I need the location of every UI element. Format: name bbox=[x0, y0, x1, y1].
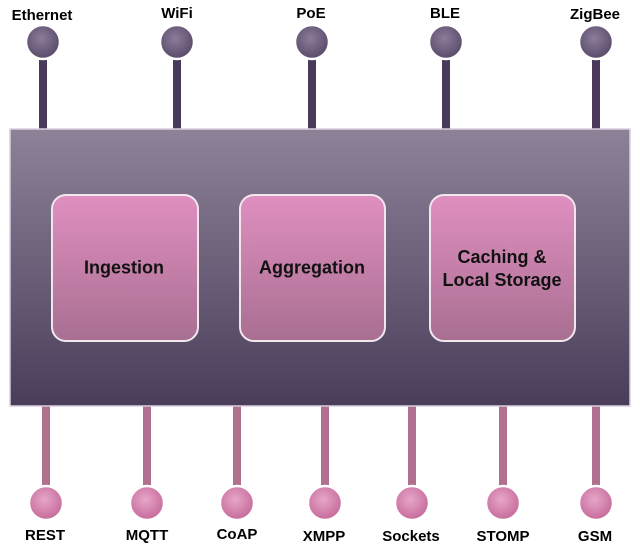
top-node-zigbee bbox=[577, 23, 615, 61]
bottom-label-mqtt: MQTT bbox=[125, 527, 169, 544]
top-label-ble: BLE bbox=[430, 5, 460, 22]
module-label-caching: Caching & Local Storage bbox=[442, 246, 561, 292]
top-node-poe bbox=[293, 23, 331, 61]
module-label-aggregation: Aggregation bbox=[259, 257, 365, 280]
bottom-node-rest bbox=[27, 484, 65, 522]
bottom-label-gsm: GSM bbox=[577, 528, 613, 545]
bottom-label-sockets: Sockets bbox=[382, 528, 440, 545]
top-label-zigbee: ZigBee bbox=[569, 6, 621, 23]
module-box-aggregation bbox=[239, 194, 386, 342]
bottom-label-coap: CoAP bbox=[216, 526, 258, 543]
top-node-wifi bbox=[158, 23, 196, 61]
bottom-node-coap bbox=[218, 484, 256, 522]
bottom-node-mqtt bbox=[128, 484, 166, 522]
top-label-poe: PoE bbox=[296, 5, 326, 22]
bottom-label-rest: REST bbox=[24, 527, 66, 544]
top-node-ethernet bbox=[24, 23, 62, 61]
top-label-wifi: WiFi bbox=[161, 5, 193, 22]
bottom-node-xmpp bbox=[306, 484, 344, 522]
bottom-label-xmpp: XMPP bbox=[302, 528, 346, 545]
module-label-ingestion: Ingestion bbox=[84, 257, 164, 280]
bottom-node-stomp bbox=[484, 484, 522, 522]
bottom-label-stomp: STOMP bbox=[476, 528, 530, 545]
module-box-ingestion bbox=[51, 194, 199, 342]
top-node-ble bbox=[427, 23, 465, 61]
module-label-caching-line-2: Local Storage bbox=[442, 270, 562, 290]
top-label-ethernet: Ethernet bbox=[11, 7, 73, 24]
module-label-caching-line-1: Caching & bbox=[457, 247, 547, 267]
module-label-ingestion-line-1: Ingestion bbox=[84, 257, 164, 278]
module-label-aggregation-line-1: Aggregation bbox=[259, 257, 365, 278]
module-box-caching bbox=[429, 194, 576, 342]
bottom-node-gsm bbox=[577, 484, 615, 522]
bottom-node-sockets bbox=[393, 484, 431, 522]
